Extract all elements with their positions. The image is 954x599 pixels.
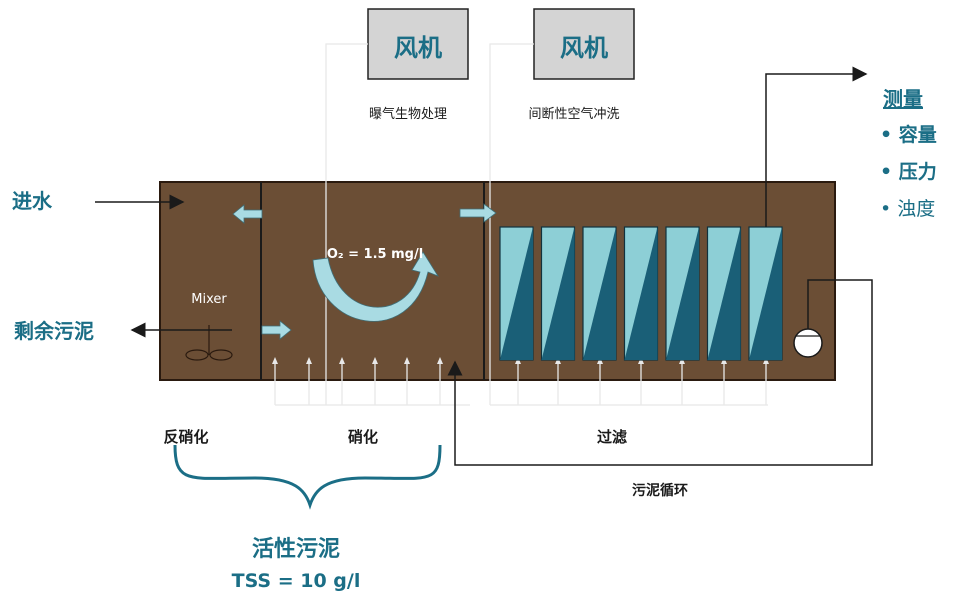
activated-sludge-label: 活性污泥 [252, 537, 340, 562]
blower-2-caption: 间断性空气冲洗 [528, 106, 619, 122]
measurement-item-capacity: • 容量 [880, 123, 937, 146]
flow-arrow-left-upper [232, 204, 263, 224]
excess-sludge-label: 剩余污泥 [14, 319, 94, 343]
mixer-icon [185, 325, 233, 361]
activated-sludge-brace [173, 444, 442, 510]
membrane-module [540, 226, 576, 361]
sludge-recirculation-line [447, 279, 873, 466]
zone-label-filtration: 过滤 [597, 428, 627, 446]
activated-sludge-tss: TSS = 10 g/l [232, 570, 361, 592]
membrane-module [623, 226, 659, 361]
oxygen-concentration: O₂ = 1.5 mg/l [327, 247, 423, 262]
mixer-label: Mixer [191, 292, 227, 307]
membrane-module [665, 226, 700, 361]
membrane-modules [499, 226, 783, 361]
sludge-recirculation-label: 污泥循环 [632, 482, 688, 499]
measurement-item-pressure: • 压力 [880, 160, 937, 183]
zone-label-denitrification: 反硝化 [163, 428, 208, 446]
membrane-module [582, 226, 617, 361]
flow-arrow-right-lower [261, 320, 292, 340]
blower-1-label: 风机 [394, 34, 442, 62]
measurement-item-turbidity: • 浊度 [880, 198, 935, 220]
membrane-module [748, 226, 783, 361]
membrane-module [706, 226, 742, 361]
permeate-line [765, 66, 868, 227]
blower-2-label: 风机 [560, 34, 608, 62]
flow-arrows [232, 203, 497, 340]
inflow-label: 进水 [12, 189, 53, 213]
scour-air-pipes [489, 43, 768, 406]
blower-1: 风机 [367, 8, 469, 80]
flow-arrow-to-filtration [459, 203, 497, 223]
blower-2: 风机 [533, 8, 635, 80]
pump-icon [793, 328, 823, 358]
zone-label-nitrification: 硝化 [348, 428, 378, 446]
measurement-title: 测量 [883, 87, 923, 111]
membrane-module [499, 226, 534, 361]
blower-1-caption: 曝气生物处理 [369, 106, 447, 122]
circulation-arrow-icon [312, 251, 439, 322]
